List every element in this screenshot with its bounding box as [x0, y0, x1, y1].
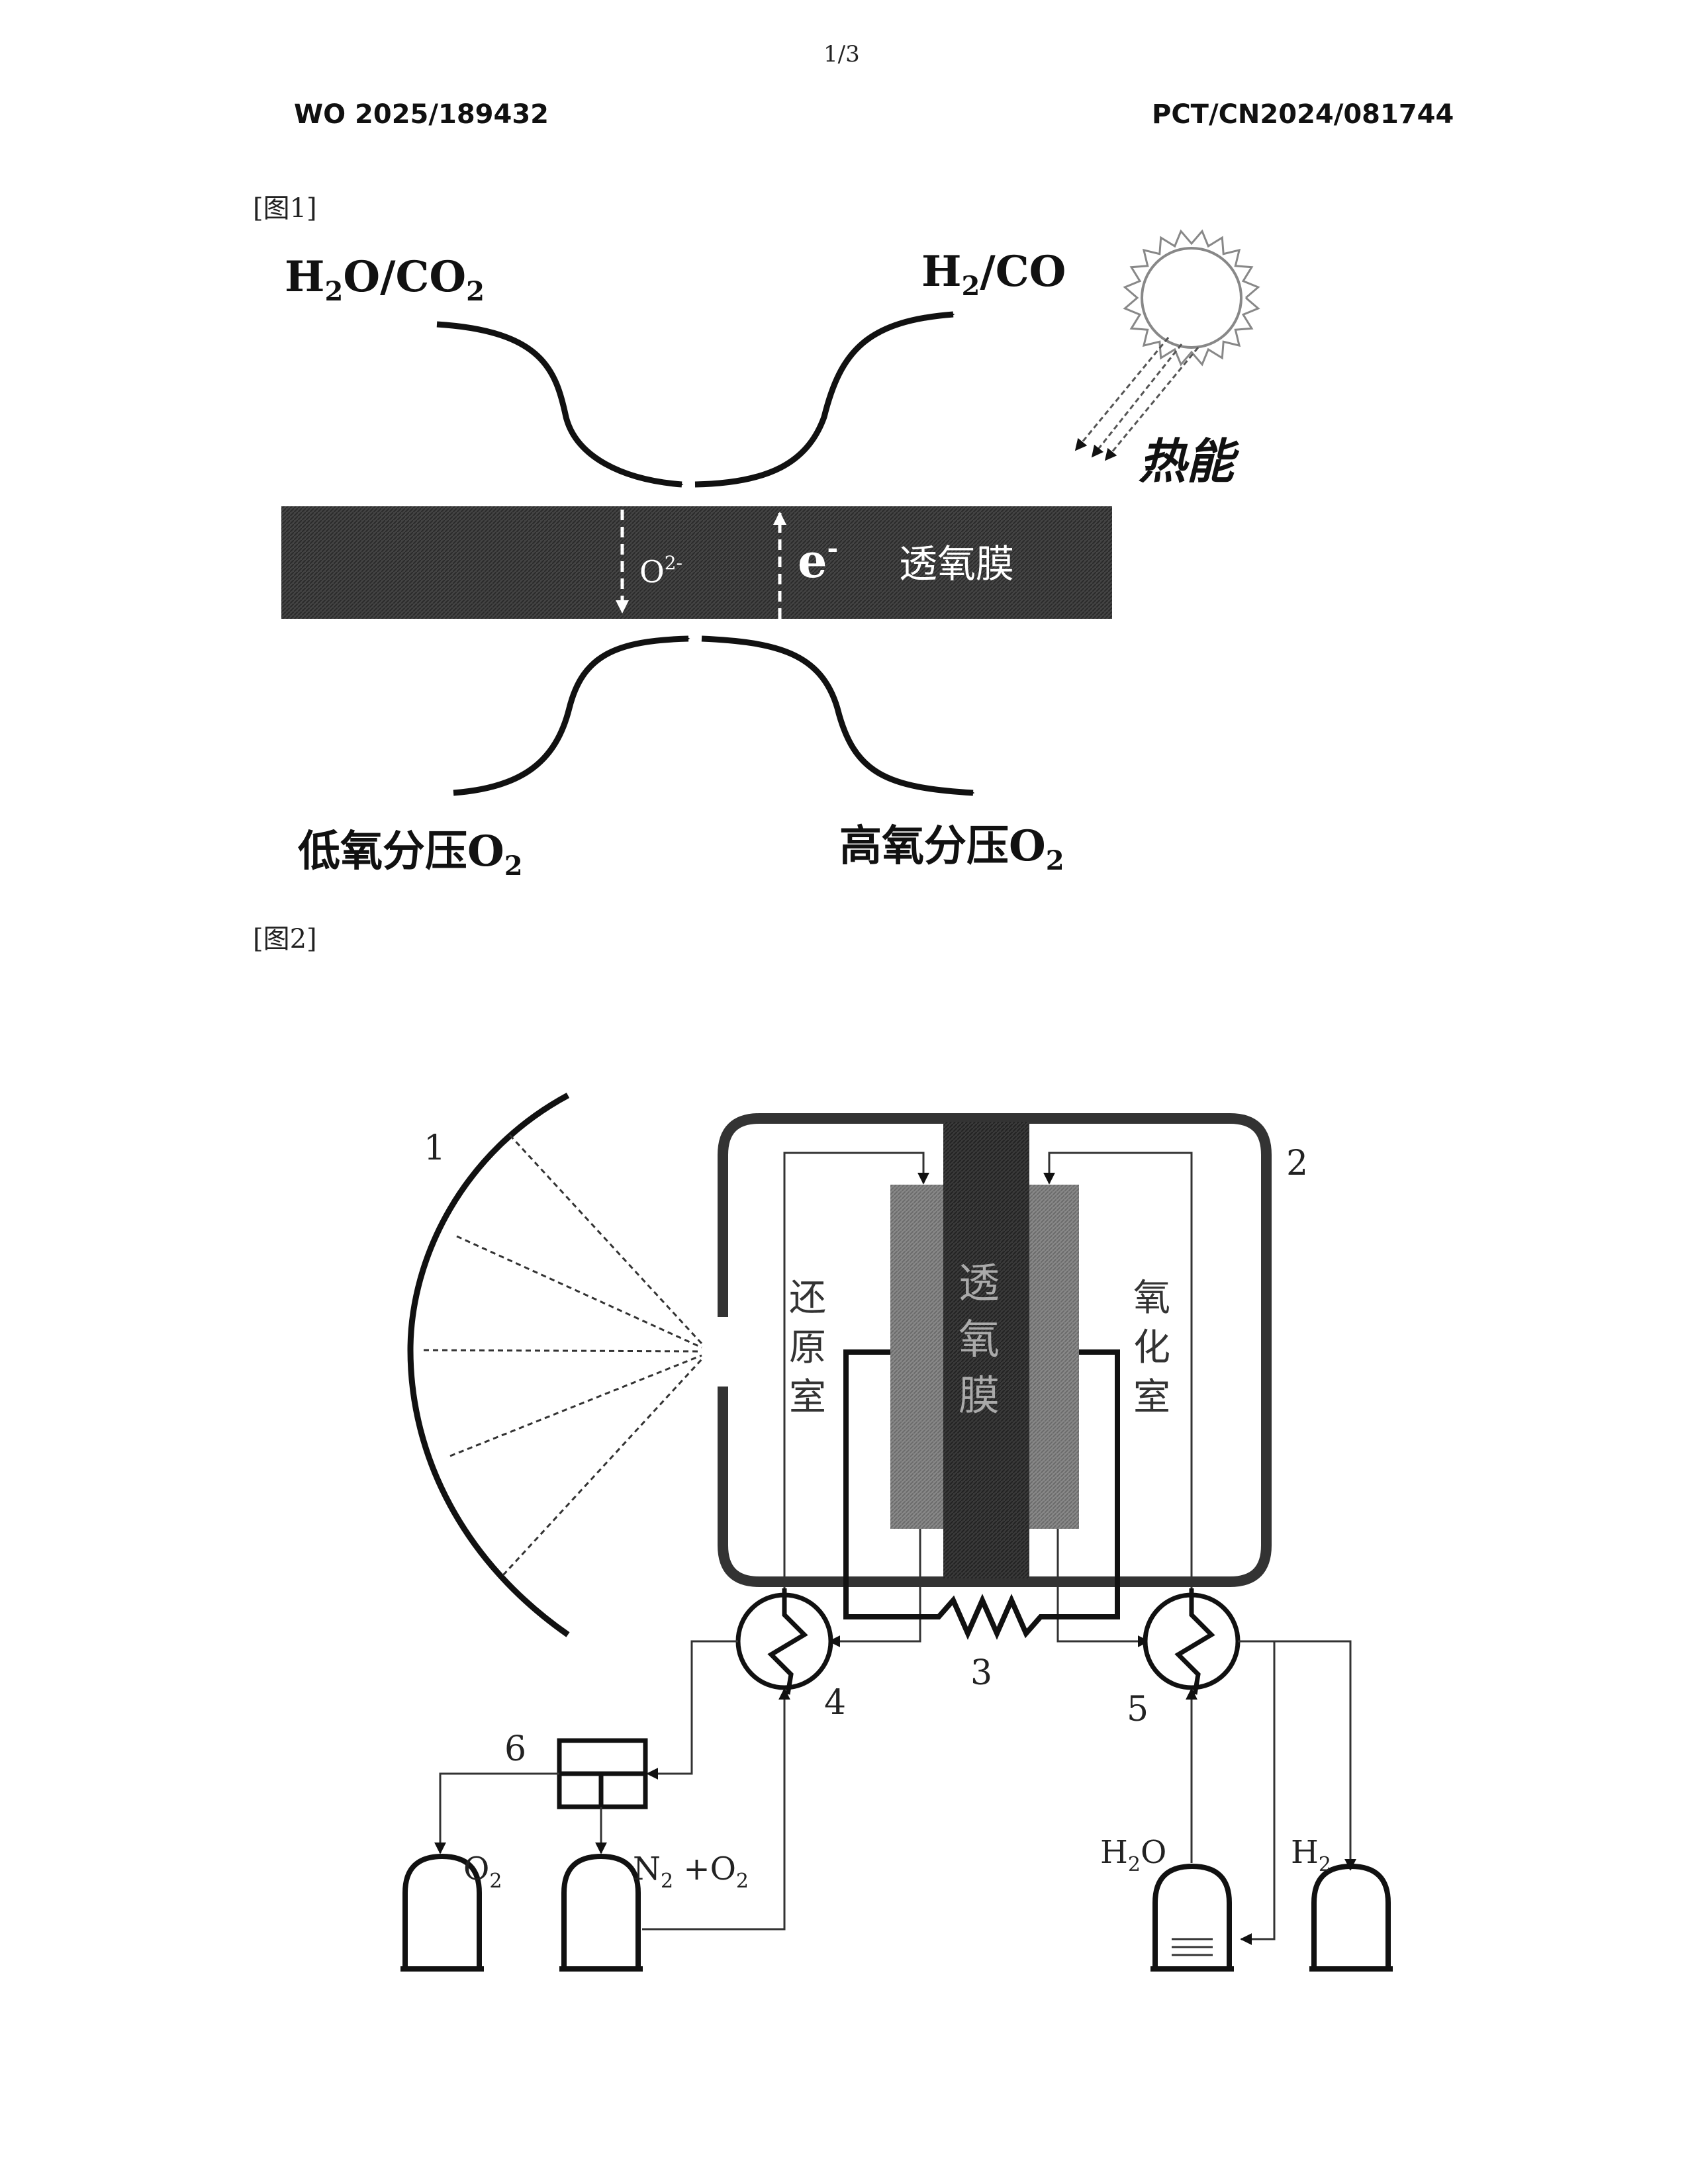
membrane-char-3: 膜	[959, 1371, 1000, 1420]
hydrogen-tank	[1314, 1866, 1388, 1969]
oxidation-chamber-char-2: 化	[1133, 1326, 1170, 1369]
hydrogen-tank-label: H2	[1291, 1834, 1331, 1876]
output-flow-arrow	[695, 314, 953, 484]
ref-number-3: 3	[970, 1653, 992, 1693]
ref-number-4: 4	[824, 1683, 846, 1723]
ref-number-2: 2	[1286, 1144, 1308, 1183]
heat-exchanger-4	[738, 1588, 831, 1694]
water-tank	[1155, 1866, 1229, 1969]
membrane-char-1: 透	[959, 1259, 1000, 1307]
input-flow-arrow	[437, 324, 682, 484]
solar-concentrator	[410, 1095, 568, 1635]
ref-number-5: 5	[1127, 1690, 1149, 1729]
high-oxygen-label: 高氧分压O2	[839, 821, 1064, 876]
ref-number-6: 6	[504, 1729, 526, 1769]
ref-number-1: 1	[424, 1128, 445, 1168]
gas-separator-6	[559, 1741, 645, 1807]
heat-label: 热能	[1139, 433, 1240, 489]
nitrogen-oxygen-tank-label: N2 +O2	[633, 1850, 749, 1893]
oxygen-tank-label: O2	[463, 1850, 502, 1893]
water-tank-label: H2O	[1100, 1834, 1166, 1876]
figure-1: H2O/CO2 H2/CO 热能 O2- e- 透氧膜 低氧分压O2 高氧分压O…	[281, 231, 1258, 882]
reduction-chamber-char-2: 原	[789, 1326, 826, 1369]
light-rays	[424, 1135, 702, 1575]
low-oxygen-arrow	[453, 639, 688, 793]
reduction-chamber-char-3: 室	[789, 1376, 826, 1419]
heat-exchanger-5	[1145, 1588, 1238, 1694]
sun-icon	[1076, 231, 1258, 460]
membrane-label: 透氧膜	[899, 541, 1014, 586]
low-oxygen-label: 低氧分压O2	[298, 827, 523, 882]
output-gas-label: H2/CO	[921, 247, 1066, 302]
high-oxygen-arrow	[702, 639, 973, 793]
figure-2: 还 原 室 透 氧 膜 氧 化 室	[400, 1095, 1393, 1969]
input-gas-label: H2O/CO2	[285, 252, 485, 307]
oxidation-chamber-char-1: 氧	[1133, 1277, 1170, 1320]
reduction-chamber-char-1: 还	[789, 1277, 826, 1320]
oxidation-chamber-char-3: 室	[1133, 1376, 1170, 1419]
membrane-char-2: 氧	[959, 1315, 1000, 1363]
nitrogen-oxygen-tank	[564, 1856, 638, 1969]
